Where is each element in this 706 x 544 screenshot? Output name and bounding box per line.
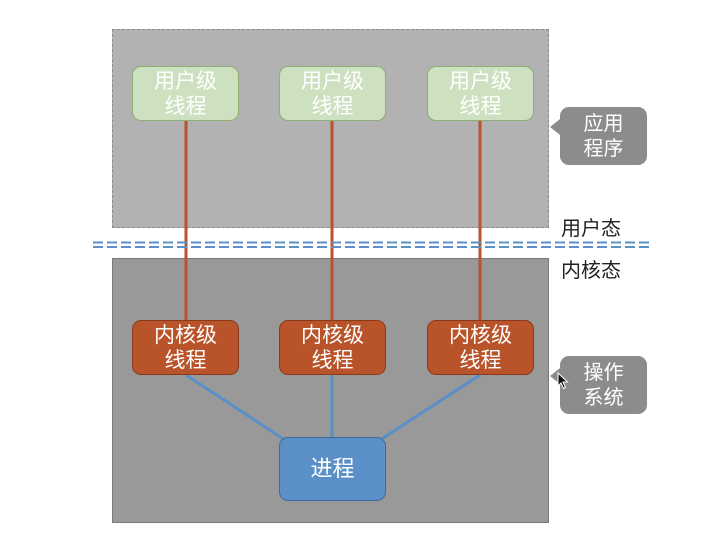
kernel-mode-label: 内核态	[561, 258, 621, 282]
kernel-thread-1: 内核级 线程	[132, 320, 239, 375]
application-callout: 应用 程序	[550, 107, 647, 165]
user-mode-label: 用户态	[561, 216, 621, 240]
kernel-thread-3: 内核级 线程	[427, 320, 534, 375]
process-link-3	[379, 373, 481, 442]
user-kernel-mode-divider	[93, 241, 650, 248]
kernel-thread-2: 内核级 线程	[279, 320, 386, 375]
process-link-1	[185, 373, 286, 442]
operating-system-callout: 操作 系统	[550, 356, 647, 414]
user-thread-1: 用户级 线程	[132, 66, 239, 121]
process-node: 进程	[279, 437, 386, 501]
user-thread-3: 用户级 线程	[427, 66, 534, 121]
mouse-pointer-icon	[557, 372, 569, 390]
user-thread-2: 用户级 线程	[279, 66, 386, 121]
